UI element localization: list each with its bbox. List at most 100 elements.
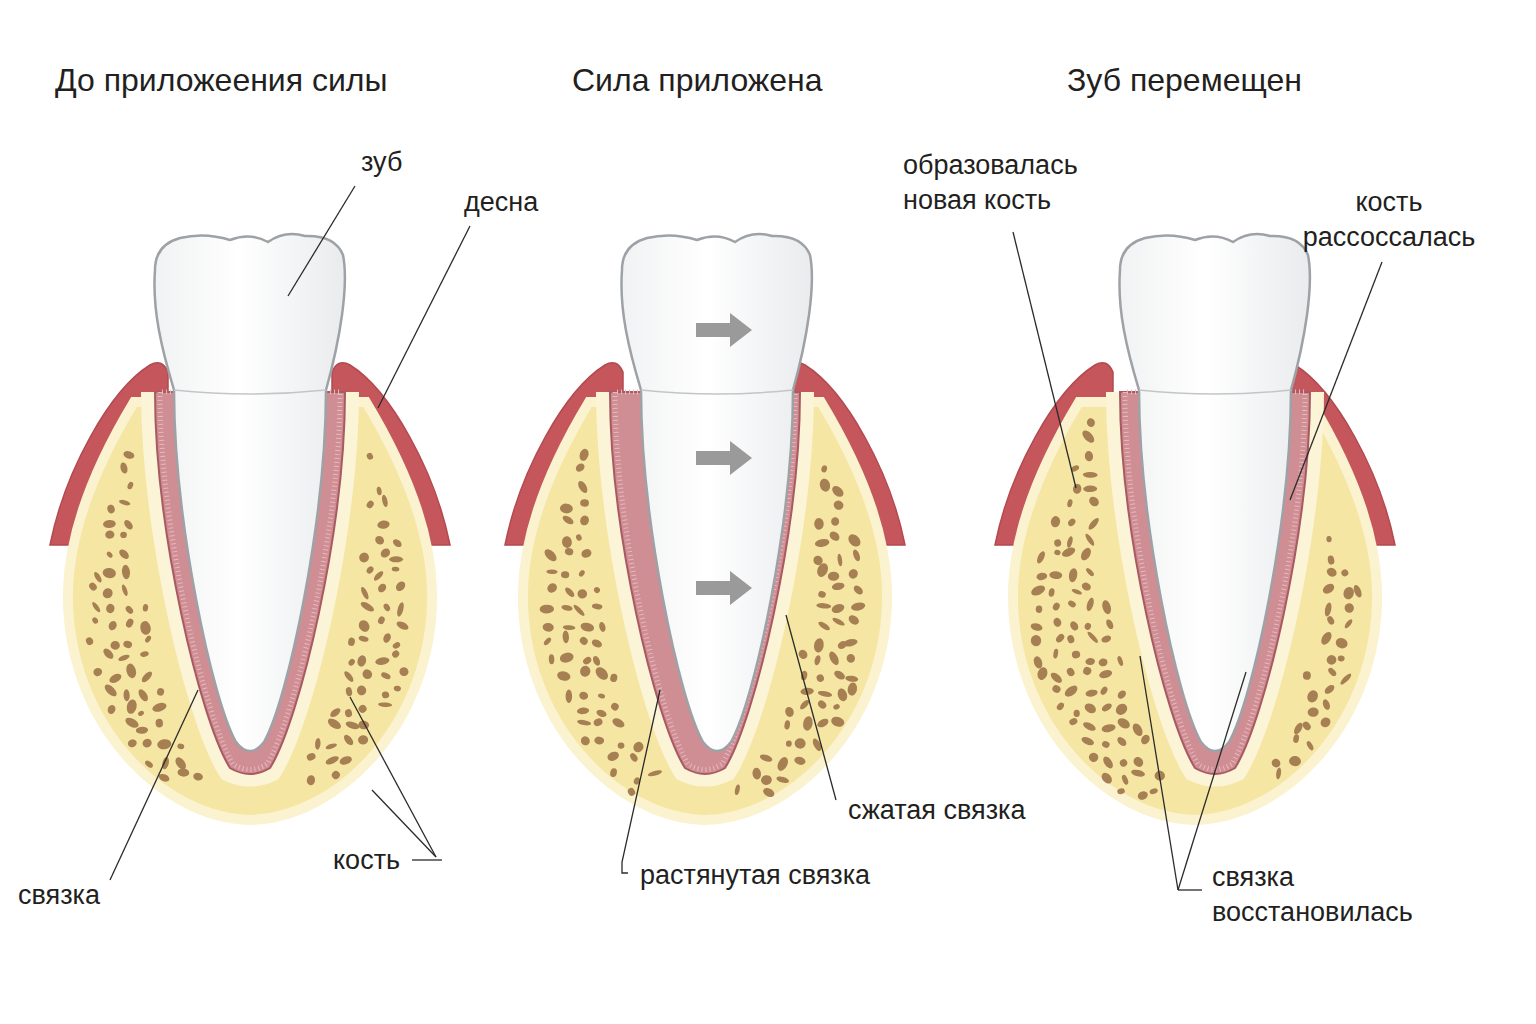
bone-pore [1068,568,1078,583]
bone-pore [139,620,152,635]
bone-pore [1067,499,1074,508]
bone-pore [595,709,607,719]
bone-pore [846,653,855,663]
bone-pore [347,637,355,646]
bone-pore [1101,755,1115,770]
bone-pore [793,755,806,766]
bone-pore [1084,533,1096,547]
bone-pore [577,589,588,599]
bone-pore [123,689,130,701]
bone-pore [360,586,371,600]
bone-pore [577,719,592,727]
bone-pore [590,638,603,649]
bone-pore [556,670,571,682]
bone-pore [580,499,589,507]
bone-pore [391,649,401,659]
part-label: связка восстановилась [1212,860,1452,930]
bone-pore [828,572,840,581]
bone-pore [609,673,618,683]
bone-pore [814,538,830,548]
bone-pore [1116,735,1128,747]
bone-pore [306,775,316,786]
bone-pore [306,752,317,762]
bone-pore [817,690,832,698]
bone-pore [1100,702,1113,713]
crown-line [641,390,793,394]
bone-pore [574,462,586,474]
bone-pore [580,548,592,559]
bone-pore [1050,515,1061,528]
bone-pore [1119,758,1129,768]
bone-pore [1131,722,1145,738]
bone-pore [372,570,384,582]
bone-pore [315,738,321,750]
bone-pore [1049,571,1062,580]
bone-pore [830,715,846,728]
bone-pore [847,568,859,581]
bone-pore [157,738,172,750]
bone-pore [392,567,400,572]
bone-pore [559,651,575,664]
bone-pore [1116,689,1128,701]
bone-pore [392,641,402,650]
bone-pore [1085,658,1095,666]
bone-pore [121,584,129,597]
bone-pore [1030,622,1043,632]
bone-pore [376,486,382,495]
bone-pore [1098,669,1113,680]
bone-pore [91,601,102,614]
bone-pore [1323,683,1336,695]
bone-pore [120,532,127,538]
bone-pore [136,726,149,734]
bone-pore [1340,568,1350,578]
bone-pore [343,670,355,683]
bone-pore [1293,734,1300,744]
bone-pore [594,736,604,744]
bone-pore [564,586,576,599]
bone-pore [88,581,99,592]
bone-pore [1049,671,1064,685]
bone-pore [647,769,662,778]
bone-pore [1327,667,1338,678]
bone-pore [1066,634,1075,644]
bone-pore [101,647,115,661]
bone-pore [125,662,138,679]
bone-pore [1321,698,1331,711]
bone-pore [1066,536,1074,549]
leader-line [412,859,442,860]
bone-pore [141,737,153,749]
bone-pore [817,620,831,632]
bone-pore [609,768,617,778]
bone-pore [1082,666,1092,676]
bone-pore [1342,586,1356,601]
bone-pore [394,580,407,593]
leader-line [1140,656,1178,890]
bone-pore [177,768,190,777]
bone-pore [561,571,570,578]
bone-pore [1072,483,1082,494]
bone-pore [752,767,762,780]
bone-pore [1048,588,1055,598]
bone-pore [1100,634,1112,644]
leader-line [288,186,355,296]
bone-pore [592,717,603,727]
bone-pore [330,769,341,780]
part-label: образовалась новая кость [903,148,1108,218]
leader-line [1013,232,1076,488]
bone-pore [847,613,861,626]
bone-pore [1054,633,1065,644]
bone-pore [382,602,391,612]
bone-pore [845,675,859,683]
tooth-panel [995,234,1395,820]
bone-pore [832,703,840,710]
bone-pore [560,503,574,514]
bone-pore [843,638,858,648]
bone-pore [126,481,134,490]
bone-pore [345,720,361,731]
bone-pore [582,656,593,666]
bone-pore [1343,618,1353,630]
bone-pore [1101,740,1111,749]
leader-lines [110,186,1382,890]
bone-pore [1085,567,1095,578]
